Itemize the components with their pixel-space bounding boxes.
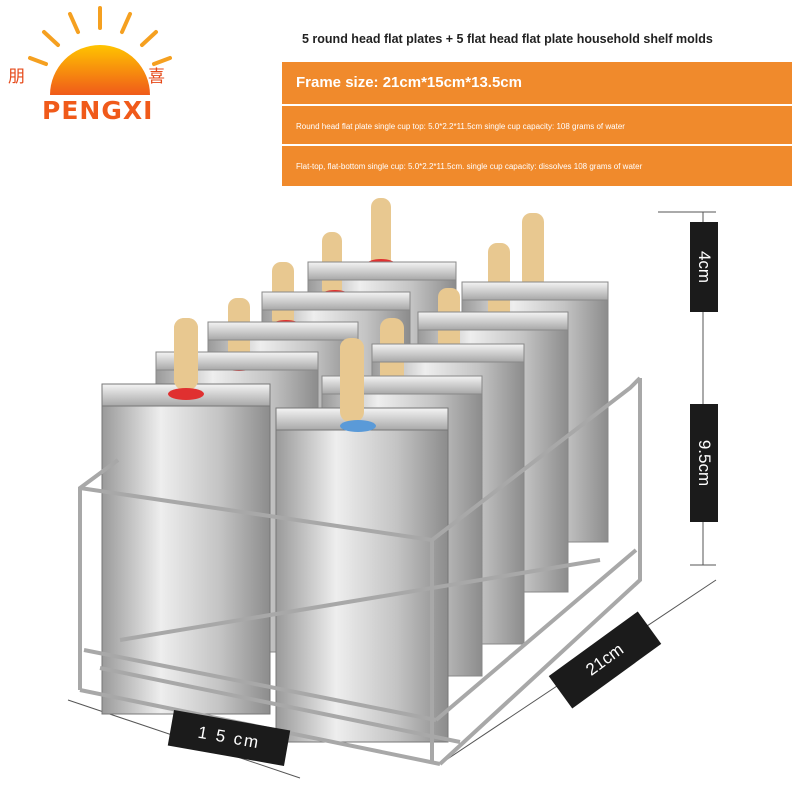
- logo-cjk-right: 喜: [148, 67, 165, 86]
- flat-spec-band: Flat-top, flat-bottom single cup: 5.0*2.…: [282, 146, 792, 186]
- dim-tag-body-height: 9.5cm: [690, 404, 718, 522]
- brand-name: PENGXI: [42, 96, 154, 125]
- logo-cjk-left: 朋: [8, 67, 25, 86]
- product-headline: 5 round head flat plates + 5 flat head f…: [302, 32, 713, 46]
- round-spec-band: Round head flat plate single cup top: 5.…: [282, 106, 792, 144]
- dim-label-top-height: 4cm: [695, 250, 714, 284]
- round-spec-text: Round head flat plate single cup top: 5.…: [296, 122, 625, 131]
- dim-tag-top-height: 4cm: [690, 222, 718, 312]
- wire-rack: [78, 376, 642, 766]
- flat-spec-text: Flat-top, flat-bottom single cup: 5.0*2.…: [296, 162, 643, 171]
- sun-logo-icon: [28, 6, 172, 95]
- frame-size-text: Frame size: 21cm*15cm*13.5cm: [296, 74, 522, 91]
- dim-label-body-height: 9.5cm: [695, 439, 715, 487]
- frame-size-band: Frame size: 21cm*15cm*13.5cm: [282, 62, 792, 104]
- dim-label-width: 1 5 cm: [196, 722, 262, 753]
